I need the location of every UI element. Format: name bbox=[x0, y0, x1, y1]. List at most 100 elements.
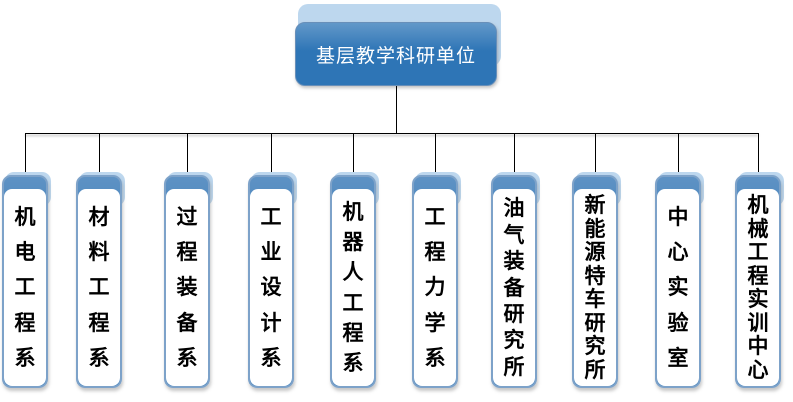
unit-label-char: 源 bbox=[584, 241, 606, 265]
unit-label-char: 机 bbox=[747, 194, 769, 218]
unit-label-char: 系 bbox=[88, 346, 110, 370]
drop-line bbox=[758, 133, 759, 175]
unit-label-char: 室 bbox=[667, 346, 689, 370]
unit-label-char: 程 bbox=[14, 311, 36, 335]
unit-label-char: 程 bbox=[88, 311, 110, 335]
unit-label-char: 工 bbox=[14, 276, 36, 300]
unit-label-char: 力 bbox=[424, 276, 446, 300]
unit-label-char: 究 bbox=[584, 335, 606, 359]
unit-label-char: 中 bbox=[747, 335, 769, 359]
unit-label-char: 工 bbox=[342, 291, 364, 315]
unit-label-char: 系 bbox=[14, 346, 36, 370]
drop-line bbox=[595, 133, 596, 175]
unit-label-char: 装 bbox=[176, 276, 198, 300]
unit-label-char: 系 bbox=[342, 351, 364, 375]
unit-node-body: 中心实验室 bbox=[655, 175, 701, 388]
drop-line bbox=[187, 133, 188, 175]
unit-label-char: 电 bbox=[14, 241, 36, 265]
unit-label-char: 中 bbox=[667, 206, 689, 230]
unit-node-label: 油气装备研究所 bbox=[493, 193, 535, 383]
unit-node: 油气装备研究所 bbox=[491, 172, 540, 388]
unit-node-body: 机电工程系 bbox=[2, 175, 48, 388]
unit-node: 工业设计系 bbox=[248, 172, 297, 388]
drop-line bbox=[25, 133, 26, 175]
unit-label-char: 能 bbox=[584, 217, 606, 241]
unit-node-panel bbox=[166, 189, 208, 386]
unit-node-label: 工程力学系 bbox=[414, 193, 456, 383]
drop-line bbox=[678, 133, 679, 175]
unit-node-label: 中心实验室 bbox=[657, 193, 699, 383]
unit-label-char: 料 bbox=[88, 241, 110, 265]
drop-line bbox=[271, 133, 272, 175]
unit-node-panel bbox=[332, 189, 374, 386]
unit-node-body: 机器人工程系 bbox=[330, 175, 376, 388]
unit-label-char: 气 bbox=[503, 223, 525, 247]
unit-label-char: 心 bbox=[667, 241, 689, 265]
unit-label-char: 车 bbox=[584, 288, 606, 312]
unit-label-char: 业 bbox=[260, 241, 282, 265]
unit-node-body: 新能源特车研究所 bbox=[572, 175, 618, 388]
unit-node-label: 机械工程实训中心 bbox=[737, 193, 779, 383]
unit-label-char: 过 bbox=[176, 206, 198, 230]
unit-label-char: 验 bbox=[667, 311, 689, 335]
unit-label-char: 程 bbox=[424, 241, 446, 265]
unit-label-char: 系 bbox=[424, 346, 446, 370]
unit-node: 机器人工程系 bbox=[330, 172, 379, 388]
unit-label-char: 人 bbox=[342, 261, 364, 285]
unit-label-char: 程 bbox=[342, 321, 364, 345]
unit-label-char: 学 bbox=[424, 311, 446, 335]
unit-label-char: 所 bbox=[503, 355, 525, 379]
unit-node-panel bbox=[414, 189, 456, 386]
unit-label-char: 究 bbox=[503, 329, 525, 353]
unit-label-char: 机 bbox=[342, 201, 364, 225]
unit-node-label: 机电工程系 bbox=[4, 193, 46, 383]
drop-line bbox=[514, 133, 515, 175]
unit-node-panel bbox=[574, 189, 616, 386]
root-stem-line bbox=[396, 86, 397, 133]
unit-label-char: 训 bbox=[747, 311, 769, 335]
unit-label-char: 研 bbox=[503, 302, 525, 326]
unit-label-char: 计 bbox=[260, 311, 282, 335]
unit-label-char: 备 bbox=[176, 311, 198, 335]
unit-node-body: 工业设计系 bbox=[248, 175, 294, 388]
unit-label-char: 程 bbox=[176, 241, 198, 265]
unit-node-panel bbox=[737, 189, 779, 386]
unit-label-char: 系 bbox=[176, 346, 198, 370]
unit-node: 机电工程系 bbox=[2, 172, 51, 388]
unit-node-label: 新能源特车研究所 bbox=[574, 193, 616, 383]
unit-node-panel bbox=[493, 189, 535, 386]
unit-label-char: 工 bbox=[260, 206, 282, 230]
unit-label-char: 工 bbox=[424, 206, 446, 230]
unit-node-panel bbox=[78, 189, 120, 386]
horizontal-connector-line bbox=[25, 133, 758, 134]
unit-label-char: 研 bbox=[584, 311, 606, 335]
unit-label-char: 工 bbox=[88, 276, 110, 300]
unit-node-body: 油气装备研究所 bbox=[491, 175, 537, 388]
unit-label-char: 机 bbox=[14, 206, 36, 230]
unit-label-char: 特 bbox=[584, 264, 606, 288]
unit-node-label: 材料工程系 bbox=[78, 193, 120, 383]
unit-node-label: 过程装备系 bbox=[166, 193, 208, 383]
unit-node-body: 过程装备系 bbox=[164, 175, 210, 388]
unit-label-char: 实 bbox=[667, 276, 689, 300]
unit-node-body: 工程力学系 bbox=[412, 175, 458, 388]
unit-label-char: 械 bbox=[747, 217, 769, 241]
unit-node: 中心实验室 bbox=[655, 172, 704, 388]
unit-node: 工程力学系 bbox=[412, 172, 461, 388]
unit-node-panel bbox=[657, 189, 699, 386]
unit-label-char: 程 bbox=[747, 264, 769, 288]
unit-node-body: 材料工程系 bbox=[76, 175, 122, 388]
unit-node-body: 机械工程实训中心 bbox=[735, 175, 781, 388]
unit-label-char: 油 bbox=[503, 197, 525, 221]
unit-label-char: 器 bbox=[342, 231, 364, 255]
unit-node: 过程装备系 bbox=[164, 172, 213, 388]
drop-line bbox=[99, 133, 100, 175]
unit-label-char: 装 bbox=[503, 250, 525, 274]
unit-node: 新能源特车研究所 bbox=[572, 172, 621, 388]
unit-label-char: 备 bbox=[503, 276, 525, 300]
unit-label-char: 所 bbox=[584, 358, 606, 382]
drop-line bbox=[435, 133, 436, 175]
unit-label-char: 新 bbox=[584, 194, 606, 218]
unit-node: 机械工程实训中心 bbox=[735, 172, 784, 388]
